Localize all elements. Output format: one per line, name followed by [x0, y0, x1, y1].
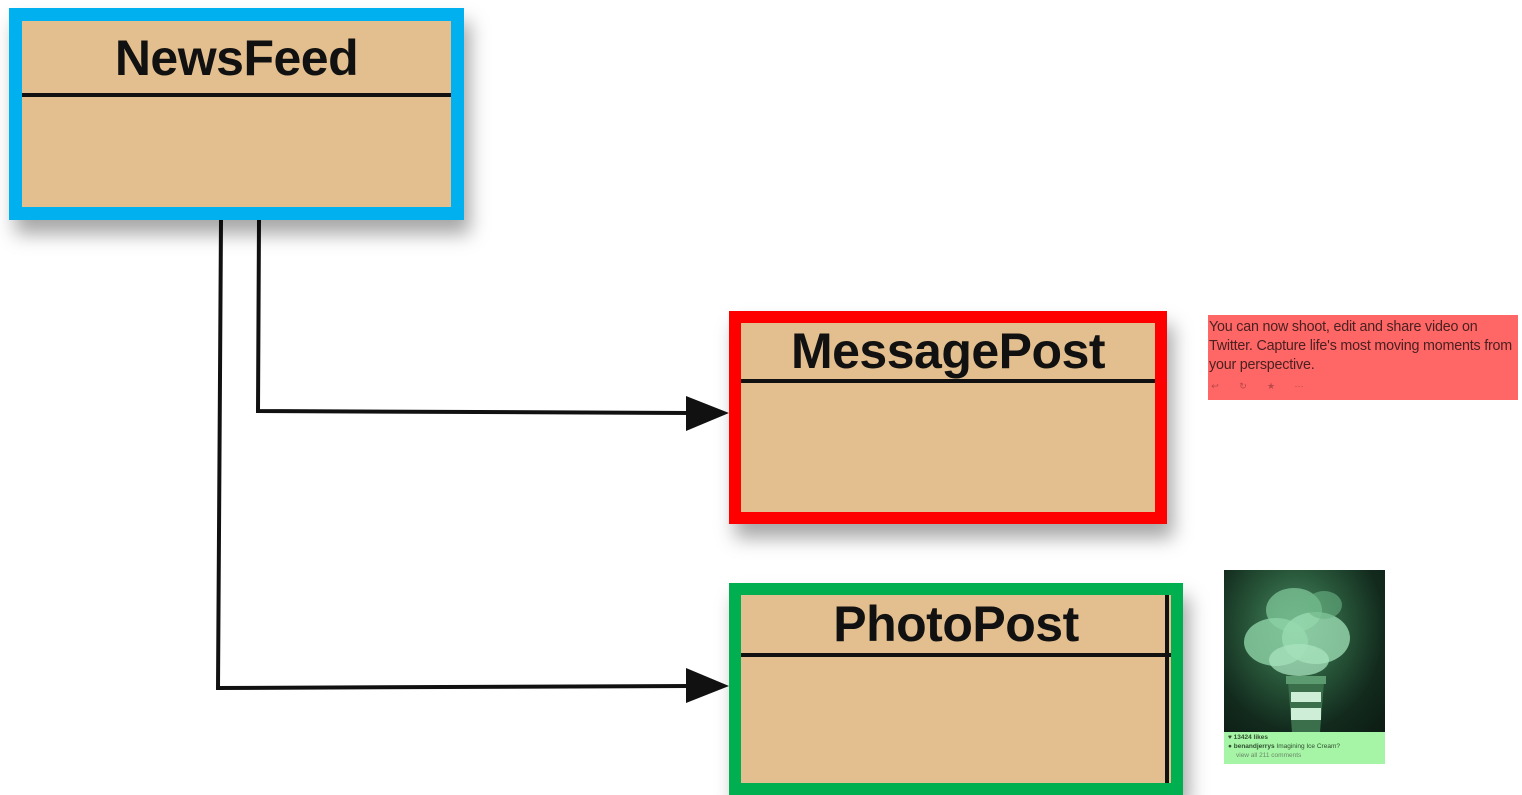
heart-icon: ♥ — [1228, 734, 1232, 741]
class-photopost-header: PhotoPost — [741, 595, 1171, 657]
arrowhead-photopost — [686, 668, 729, 703]
class-newsfeed: NewsFeed — [9, 8, 464, 220]
favorite-icon: ★ — [1266, 381, 1276, 391]
tweet-actions: ↩ ↻ ★ ⋯ — [1210, 381, 1304, 392]
class-photopost: PhotoPost — [729, 583, 1183, 795]
class-newsfeed-name: NewsFeed — [114, 30, 359, 86]
reply-icon: ↩ — [1211, 381, 1219, 391]
class-newsfeed-header: NewsFeed — [22, 21, 451, 97]
tweet-text: You can now shoot, edit and share video … — [1209, 319, 1512, 373]
photo-caption-row: ● benandjerrys Imagining Ice Cream? — [1228, 742, 1340, 751]
class-photopost-edge-line — [1165, 595, 1169, 783]
photo-example-card: ♥ 13424 likes ● benandjerrys Imagining I… — [1224, 570, 1385, 764]
comment-icon: ● — [1228, 743, 1232, 750]
class-messagepost-header: MessagePost — [741, 323, 1155, 383]
retweet-icon: ↻ — [1239, 381, 1247, 391]
photo-meta: ♥ 13424 likes ● benandjerrys Imagining I… — [1228, 733, 1340, 760]
photo-caption: Imagining Ice Cream? — [1276, 743, 1340, 750]
connector-newsfeed-messagepost — [255, 219, 691, 415]
photo-image — [1224, 570, 1385, 732]
class-photopost-name: PhotoPost — [833, 596, 1079, 652]
arrowhead-messagepost — [686, 396, 729, 431]
photo-likes-row: ♥ 13424 likes — [1228, 733, 1340, 742]
more-icon: ⋯ — [1294, 381, 1304, 391]
class-messagepost-name: MessagePost — [790, 323, 1106, 379]
photo-comments: view all 211 comments — [1236, 752, 1302, 759]
connector-newsfeed-photopost — [215, 219, 691, 691]
class-messagepost: MessagePost — [729, 311, 1167, 524]
tweet-example-card: You can now shoot, edit and share video … — [1208, 315, 1518, 400]
photo-username: benandjerrys — [1233, 743, 1275, 750]
photo-illustration — [1244, 588, 1350, 732]
photo-likes: 13424 likes — [1233, 734, 1269, 741]
